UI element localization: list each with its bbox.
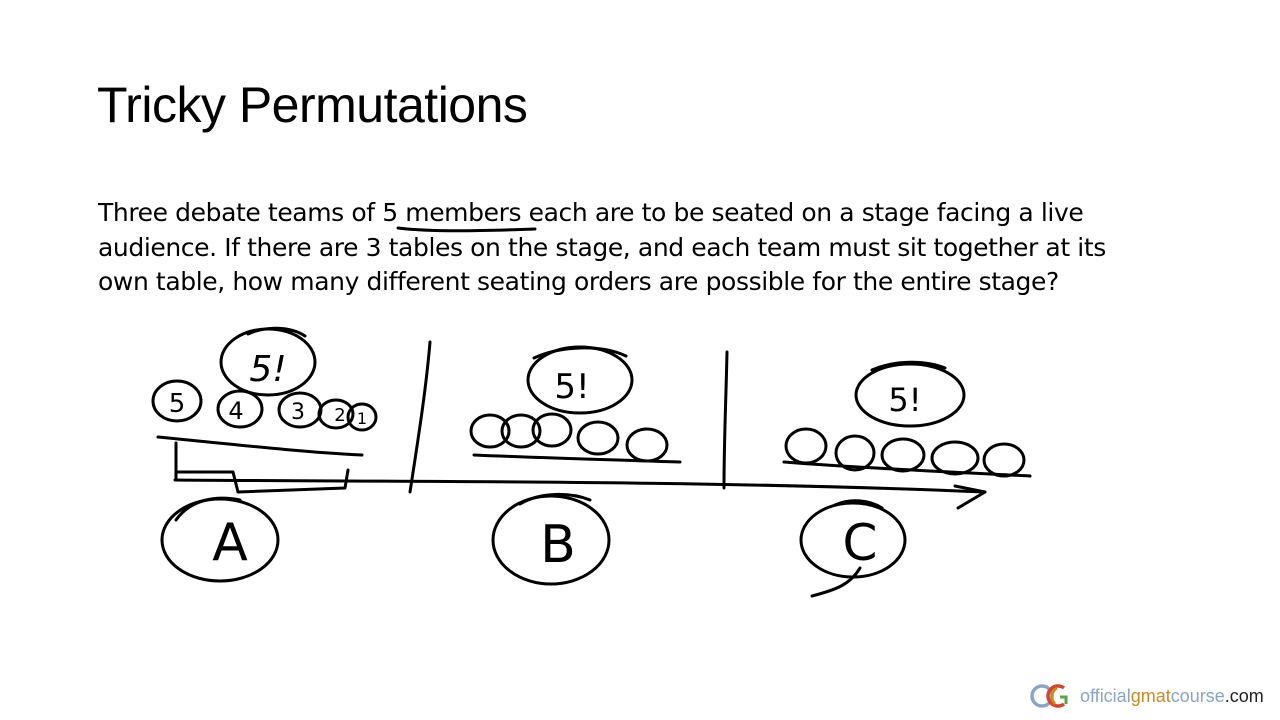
seat-a-5 bbox=[346, 402, 378, 432]
seat-a-3-number: 3 bbox=[291, 400, 305, 425]
table-b-factorial-stroke bbox=[532, 346, 628, 360]
table-a-factorial-stroke bbox=[246, 326, 307, 338]
problem-text: Three debate teams of 5 members each are… bbox=[98, 196, 1198, 300]
table-c-factorial-circle bbox=[854, 362, 966, 428]
table-a-surface bbox=[156, 435, 364, 457]
table-a-label-stroke bbox=[174, 496, 242, 522]
divider-ab bbox=[408, 340, 432, 494]
seat-c-3 bbox=[880, 437, 926, 473]
seat-a-2-number: 4 bbox=[228, 397, 243, 425]
problem-line-3: own table, how many different seating or… bbox=[98, 267, 1059, 296]
problem-line-1: Three debate teams of 5 members each are… bbox=[98, 198, 1084, 227]
table-c-group: 5! C bbox=[782, 360, 1032, 598]
table-b-factorial: 5! bbox=[554, 367, 589, 407]
table-b-label: B bbox=[540, 515, 576, 575]
seat-a-4-number: 2 bbox=[334, 405, 345, 426]
seat-a-2 bbox=[216, 389, 264, 429]
seat-a-3 bbox=[277, 391, 323, 429]
seat-c-4 bbox=[930, 440, 980, 476]
brand-word-course: course bbox=[1170, 685, 1225, 706]
table-c-label: C bbox=[843, 514, 878, 572]
table-b-label-circle bbox=[491, 494, 611, 586]
table-b-factorial-circle bbox=[526, 345, 634, 415]
seat-b-4 bbox=[576, 420, 620, 456]
table-a-label: A bbox=[212, 513, 248, 573]
seat-a-5-number: 1 bbox=[357, 409, 367, 428]
table-c-factorial: 5! bbox=[888, 381, 921, 419]
table-b-group: 5! B bbox=[469, 345, 682, 586]
seat-c-1 bbox=[784, 427, 828, 465]
table-a-legs bbox=[174, 441, 350, 494]
brand-word-com: .com bbox=[1224, 685, 1264, 706]
seat-b-5 bbox=[625, 427, 669, 463]
stage-arrow-head bbox=[953, 484, 987, 510]
seat-b-2 bbox=[500, 413, 542, 449]
seat-a-4 bbox=[317, 398, 355, 430]
ogc-logo-icon bbox=[1030, 684, 1068, 708]
brand-word-official: official bbox=[1080, 685, 1131, 706]
table-c-label-circle bbox=[799, 501, 907, 579]
table-b-surface bbox=[472, 453, 682, 464]
table-c-surface bbox=[782, 460, 1032, 478]
seat-c-5 bbox=[982, 442, 1026, 478]
divider-bc bbox=[722, 350, 729, 490]
seat-a-1-number: 5 bbox=[169, 389, 186, 419]
table-a-label-circle bbox=[160, 497, 280, 583]
table-c-label-stroke bbox=[810, 499, 884, 598]
problem-line-2: audience. If there are 3 tables on the s… bbox=[98, 232, 1106, 262]
table-a-factorial-circle bbox=[219, 327, 317, 397]
stage-line bbox=[173, 478, 987, 494]
seat-a-1 bbox=[151, 379, 203, 423]
table-c-factorial-stroke bbox=[870, 360, 947, 372]
table-a-group: 5! 5 4 3 2 1 A bbox=[151, 326, 378, 583]
brand-word-gmat: gmat bbox=[1130, 685, 1171, 706]
seat-b-3 bbox=[531, 412, 573, 448]
seat-b-1 bbox=[469, 413, 511, 449]
table-a-factorial: 5! bbox=[249, 349, 286, 390]
table-b-label-stroke bbox=[518, 492, 592, 506]
slide-title: Tricky Permutations bbox=[97, 77, 528, 133]
seat-c-2 bbox=[834, 434, 876, 472]
